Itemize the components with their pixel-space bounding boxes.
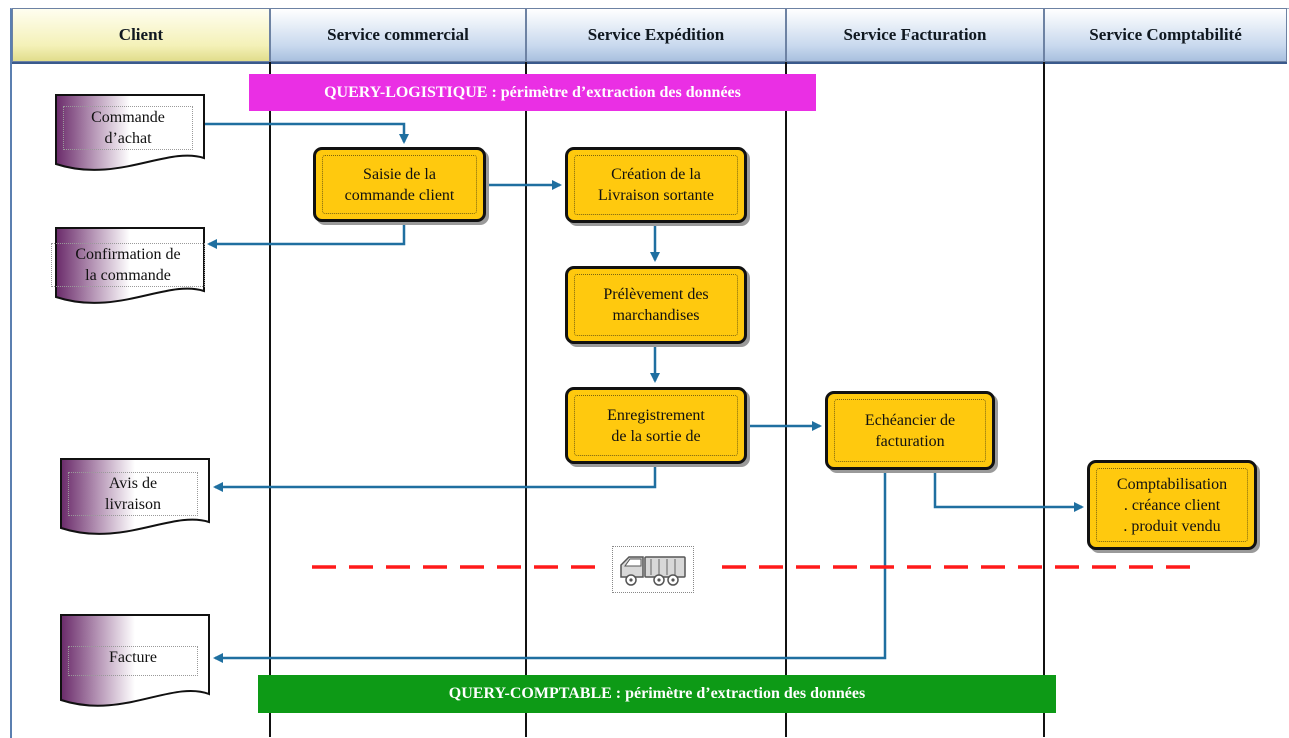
process-line: de la sortie de: [611, 427, 701, 445]
lane-header-service-comptabilite: Service Comptabilité: [1044, 8, 1287, 62]
truck-icon: [612, 546, 694, 593]
lane-title: Service commercial: [327, 25, 469, 44]
document-facture: Facture: [60, 614, 210, 710]
process-line: Prélèvement des: [603, 286, 709, 303]
document-shape: [60, 614, 210, 707]
document-shape: [55, 227, 205, 304]
lane-divider: [1043, 62, 1045, 737]
arrow-echeancier-to-facture: [213, 470, 887, 663]
lane-divider: [785, 62, 787, 737]
process-creation-livraison[interactable]: Création de la Livraison sortante: [565, 147, 747, 223]
lane-title: Service Expédition: [587, 25, 725, 44]
document-avis-livraison: Avis de livraison: [60, 458, 210, 540]
banner-query-logistique: QUERY-LOGISTIQUE : périmètre d’extractio…: [249, 74, 816, 111]
lane-header-client: Client: [12, 8, 270, 62]
process-line: Echéancier de: [864, 411, 956, 429]
process-line: commande client: [344, 186, 455, 204]
process-echeancier-facturation[interactable]: Echéancier de facturation: [825, 391, 995, 470]
label-line: Avis de: [108, 475, 158, 492]
process-prelevement[interactable]: Prélèvement des marchandises: [565, 266, 747, 344]
lane-divider: [269, 62, 271, 737]
label-line: Commande: [91, 109, 165, 126]
label-line: d’achat: [104, 130, 152, 147]
process-line: facturation: [875, 432, 945, 450]
process-line: Enregistrement: [607, 406, 705, 424]
document-shape: [55, 94, 205, 171]
truck-drawing: [620, 556, 686, 586]
arrow-commande-to-saisie: [205, 122, 409, 144]
process-line: . produit vendu: [1123, 517, 1221, 535]
lane-divider: [525, 62, 527, 737]
label-line: Facture: [109, 649, 157, 666]
arrow-echeancier-to-comptabilisation: [933, 470, 1084, 512]
document-label: Avis de livraison: [68, 472, 198, 516]
label-line: livraison: [105, 496, 161, 513]
lane-header-service-commercial: Service commercial: [270, 8, 526, 62]
document-label: Facture: [68, 646, 198, 676]
lane-title: Client: [118, 25, 164, 44]
arrow-enregistrement-to-avis: [213, 464, 657, 492]
lane-title: Service Comptabilité: [1089, 25, 1242, 44]
document-label: Commande d’achat: [63, 106, 193, 150]
label-line: la commande: [85, 267, 171, 284]
banner-text: QUERY-LOGISTIQUE : périmètre d’extractio…: [324, 83, 741, 101]
banner-text: QUERY-COMPTABLE : périmètre d’extraction…: [448, 685, 866, 702]
process-line: Comptabilisation: [1116, 475, 1228, 493]
process-line: marchandises: [612, 307, 700, 324]
document-label: Confirmation de la commande: [51, 243, 205, 287]
arrow-saisie-to-confirmation: [207, 222, 406, 249]
process-line: Création de la: [611, 166, 701, 183]
document-confirmation-commande: Confirmation de la commande: [51, 227, 205, 309]
lane-header-service-expedition: Service Expédition: [526, 8, 786, 62]
banner-query-comptable: QUERY-COMPTABLE : périmètre d’extraction…: [258, 675, 1056, 713]
document-commande-achat: Commande d’achat: [55, 94, 205, 176]
header-rule: [12, 62, 1287, 64]
process-enregistrement-sortie[interactable]: Enregistrement de la sortie de: [565, 387, 747, 464]
process-line: Saisie de la: [363, 165, 436, 183]
process-line: Livraison sortante: [598, 187, 714, 204]
process-line: . créance client: [1123, 496, 1221, 514]
process-saisie-commande[interactable]: Saisie de la commande client: [313, 147, 486, 222]
process-comptabilisation[interactable]: Comptabilisation . créance client . produi…: [1087, 460, 1257, 550]
lane-title: Service Facturation: [843, 25, 987, 44]
lane-header-service-facturation: Service Facturation: [786, 8, 1044, 62]
label-line: Confirmation de: [75, 246, 181, 263]
